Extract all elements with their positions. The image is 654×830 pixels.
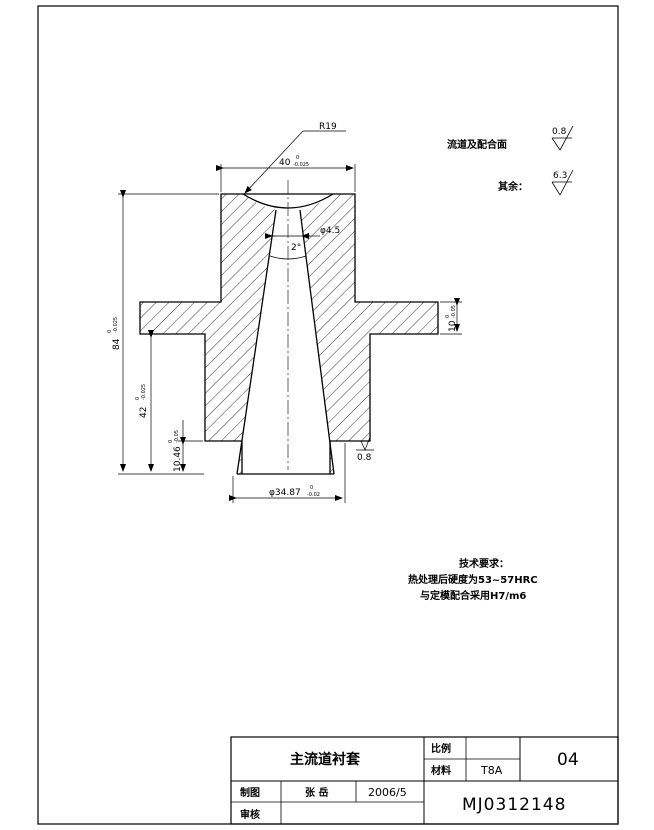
title-block	[230, 736, 619, 825]
requirements-line-1: 热处理后硬度为53~57HRC	[408, 573, 538, 586]
dim-total-height-tol-lower: -0.025	[113, 317, 119, 333]
dim-top-width-tol-upper: 0	[296, 155, 299, 161]
dim-radius-label: R19	[319, 122, 337, 132]
part-name: 主流道衬套	[290, 751, 360, 768]
dim-flange	[440, 298, 462, 335]
drawn-date: 2006/5	[368, 786, 407, 799]
dim-mid-height-tol-upper: 0	[135, 397, 141, 400]
dim-top-width	[216, 164, 356, 192]
dim-flange-tol-lower: -0.05	[451, 305, 457, 318]
drawing-code: MJ0312148	[462, 795, 566, 815]
scale-label: 比例	[431, 742, 451, 755]
part-section-left	[140, 194, 276, 474]
requirements-line-2: 与定模配合采用H7/m6	[420, 589, 526, 602]
dim-mid-height	[145, 330, 203, 472]
dim-base	[229, 443, 346, 503]
part-section-right	[300, 194, 438, 474]
dim-total-height	[118, 190, 219, 475]
roughness-other-symbol	[551, 169, 574, 196]
dim-mid-height-tol-lower: -0.025	[141, 384, 147, 400]
material-value: T8A	[480, 764, 503, 777]
dim-low-height-tol-lower: -0.05	[174, 430, 180, 443]
dim-top-width-tol-lower: -0.025	[293, 162, 309, 168]
dim-base-tol-lower: -0.02	[307, 492, 320, 498]
material-label: 材料	[431, 764, 451, 777]
roughness-other-label: 其余：	[498, 180, 528, 193]
roughness-mating-value: 0.8	[552, 127, 567, 137]
dim-low-height-label: 10.46	[173, 446, 183, 472]
dim-flange-tol-upper: 0	[445, 315, 451, 318]
sheet-number: 04	[557, 750, 579, 770]
dim-low-height	[178, 420, 203, 472]
dim-angle	[269, 255, 307, 260]
dim-low-height-tol-upper: 0	[168, 440, 174, 443]
dim-base-tol-upper: 0	[310, 485, 313, 491]
checked-label: 审核	[240, 808, 260, 821]
dim-flange-label: 10	[448, 320, 458, 332]
dim-mid-height-label: 42	[139, 407, 149, 418]
roughness-mating-label: 流道及配合面	[447, 138, 507, 151]
drawn-label: 制图	[240, 786, 260, 799]
dim-angle-label: 2°	[291, 243, 301, 253]
roughness-other-value: 6.3	[553, 171, 567, 181]
dim-base-label: φ34.87	[269, 488, 301, 498]
dim-top-width-label: 40	[279, 158, 291, 168]
surface-roughness-mark-label: 0.8	[357, 453, 372, 463]
surface-roughness-mark	[356, 436, 374, 451]
dim-total-height-label: 84	[112, 338, 122, 350]
dim-total-height-tol-upper: 0	[107, 330, 113, 333]
requirements-title: 技术要求：	[459, 557, 509, 570]
dim-bore-label: φ4.5	[320, 226, 340, 236]
roughness-mating-symbol	[551, 125, 574, 151]
drawn-name: 张 岳	[305, 786, 328, 799]
dim-radius	[244, 130, 346, 194]
